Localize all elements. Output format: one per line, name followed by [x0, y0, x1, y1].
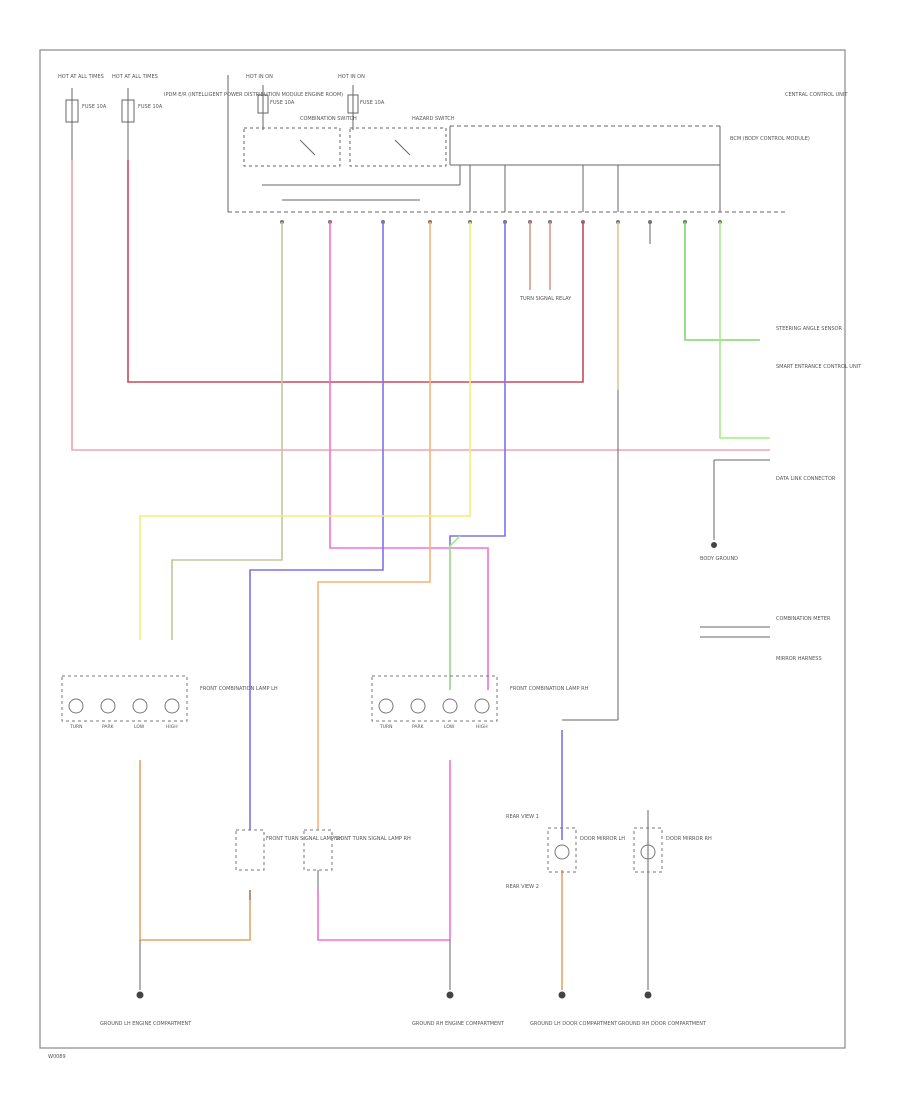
body-ground-label: BODY GROUND — [700, 556, 738, 562]
wire-pink — [329, 222, 489, 690]
wire-orange — [317, 222, 431, 830]
side-labels: STEERING ANGLE SENSOR SMART ENTRANCE CON… — [48, 296, 862, 1060]
footer-code: W0089 — [48, 1054, 66, 1060]
hot-at-all-times-label-2: HOT AT ALL TIMES — [112, 74, 158, 80]
door-mirror-rh-label: DOOR MIRROR RH — [666, 836, 712, 842]
front-combination-lamp-lh-label: FRONT COMBINATION LAMP LH — [200, 686, 278, 692]
bulb-icon — [100, 698, 116, 714]
ground-icon-4 — [644, 991, 652, 999]
connector-pins — [280, 220, 722, 224]
bulb-icon — [164, 698, 180, 714]
steering-angle-sensor-label: STEERING ANGLE SENSOR — [776, 326, 842, 332]
lamp-sublabels: TURN PARK LOW HIGH TURN PARK LOW HIGH — [69, 724, 488, 730]
lamp-label-rh-turn: TURN — [379, 724, 393, 730]
wire-green-1 — [684, 222, 760, 341]
top-labels: HOT AT ALL TIMES HOT AT ALL TIMES HOT IN… — [58, 74, 848, 142]
lamp-label-lh-turn: TURN — [69, 724, 83, 730]
front-combination-lamp-lh — [61, 675, 188, 722]
bulb-icon — [474, 698, 490, 714]
wire-yellow — [139, 222, 471, 640]
front-combination-lamp-rh — [371, 675, 498, 722]
lamp-label-lh-park: PARK — [102, 724, 115, 730]
door-mirror-lamps — [235, 827, 663, 873]
data-link-label: DATA LINK CONNECTOR — [776, 476, 836, 482]
ground-icon-2 — [446, 991, 454, 999]
bulb-icon — [554, 844, 570, 860]
mirror-harness-label: MIRROR HARNESS — [776, 656, 822, 662]
wire-olive — [171, 222, 283, 640]
fuse-label-2: FUSE 10A — [138, 104, 163, 110]
diagram-frame — [39, 49, 846, 1049]
wire-pink-lower — [317, 760, 451, 941]
rear-view-2-label: REAR VIEW 2 — [506, 884, 539, 890]
fuse-label-1: FUSE 10A — [82, 104, 107, 110]
hazard-switch-label: HAZARD SWITCH — [412, 116, 455, 122]
front-turn-rh-label: FRONT TURN SIGNAL LAMP RH — [334, 836, 411, 842]
bulb-icon — [640, 844, 656, 860]
rear-view-1-label: REAR VIEW 1 — [506, 814, 539, 820]
ipdm-note: IPDM E/R (INTELLIGENT POWER DISTRIBUTION… — [164, 92, 343, 98]
ground-label-1: GROUND LH ENGINE COMPARTMENT — [100, 1021, 192, 1027]
wire-red — [71, 160, 770, 451]
hot-in-on-label-1: HOT IN ON — [246, 74, 273, 80]
door-mirror-lh-label: DOOR MIRROR LH — [580, 836, 625, 842]
combination-switch-label: COMBINATION SWITCH — [300, 116, 357, 122]
combination-meter-label: COMBINATION METER — [776, 616, 831, 622]
bulb-icon — [378, 698, 394, 714]
lamp-label-rh-park: PARK — [412, 724, 425, 730]
hot-at-all-times-label-1: HOT AT ALL TIMES — [58, 74, 104, 80]
ground-label-3: GROUND LH DOOR COMPARTMENT — [530, 1021, 618, 1027]
ground-symbols — [136, 542, 717, 999]
ground-label-4: GROUND RH DOOR COMPARTMENT — [618, 1021, 707, 1027]
front-combination-lamp-rh-label: FRONT COMBINATION LAMP RH — [510, 686, 589, 692]
central-control-unit-label: CENTRAL CONTROL UNIT — [785, 92, 848, 98]
wire-lt-green — [449, 535, 461, 690]
smart-entrance-ecu-label: SMART ENTRANCE CONTROL UNIT — [776, 364, 862, 370]
lamp-label-lh-low: LOW — [134, 724, 145, 730]
turn-signal-relay-label: TURN SIGNAL RELAY — [519, 296, 572, 302]
bulb-icon — [442, 698, 458, 714]
ground-icon-5 — [711, 542, 717, 548]
fuse-label-4: FUSE 10A — [360, 100, 385, 106]
front-turn-lh-label: FRONT TURN SIGNAL LAMP LH — [266, 836, 342, 842]
wire-dark-red — [127, 160, 584, 383]
ground-icon-3 — [558, 991, 566, 999]
bcm-label: BCM (BODY CONTROL MODULE) — [730, 136, 810, 142]
ground-icon-1 — [136, 991, 144, 999]
ground-wires — [139, 222, 770, 990]
power-supply-section — [65, 75, 785, 213]
ground-label-2: GROUND RH ENGINE COMPARTMENT — [412, 1021, 505, 1027]
wire-green-2 — [719, 222, 770, 439]
wires — [71, 160, 770, 990]
wire-blue — [249, 222, 384, 830]
wire-orange-lower-lh — [139, 760, 251, 941]
lamp-label-lh-high: HIGH — [166, 724, 178, 730]
hot-in-on-label-2: HOT IN ON — [338, 74, 365, 80]
bulb-icon — [410, 698, 426, 714]
wire-violet — [449, 222, 506, 690]
lamp-label-rh-high: HIGH — [476, 724, 488, 730]
fuse-label-3: FUSE 10A — [270, 100, 295, 106]
bulb-icon — [68, 698, 84, 714]
lamp-label-rh-low: LOW — [444, 724, 455, 730]
bulb-icon — [132, 698, 148, 714]
